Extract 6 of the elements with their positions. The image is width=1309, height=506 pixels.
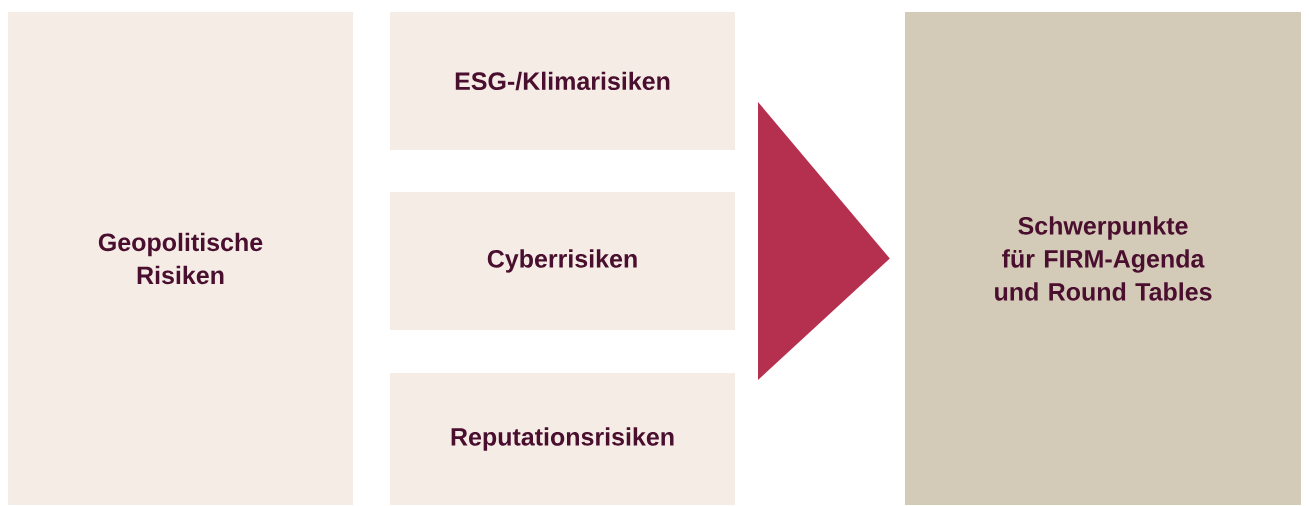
text-box: Cyberrisiken <box>390 192 735 330</box>
text-box: Reputationsrisiken <box>390 373 735 505</box>
text-box: ESG-/Klimarisiken <box>390 12 735 150</box>
text-box: Schwerpunkte für FIRM-Agenda und Round Tables <box>905 12 1301 505</box>
arrow <box>758 102 890 380</box>
text-box: Geopolitische Risiken <box>8 12 353 505</box>
